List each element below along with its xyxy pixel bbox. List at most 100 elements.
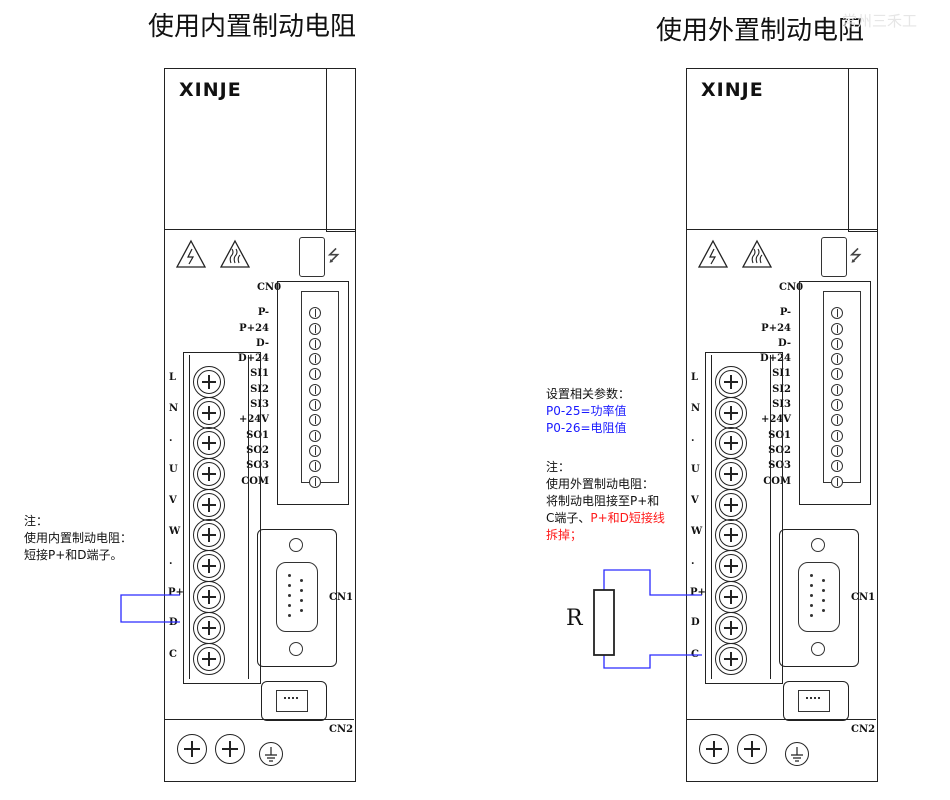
warning-text: 拆掉； bbox=[546, 528, 583, 542]
cn1-label: CN1 bbox=[329, 592, 354, 603]
terminal-screw[interactable] bbox=[197, 554, 221, 578]
signal-pin bbox=[823, 476, 855, 489]
note-line: 短接P+和D端子。 bbox=[24, 548, 123, 562]
terminal-label-n: N bbox=[169, 403, 179, 414]
servo-drive-right: XINJE ⭍ CN0 P- P+24 D- D+24 SI1 SI2 SI3 … bbox=[686, 68, 878, 782]
signal-pin bbox=[301, 460, 333, 473]
ground-screw[interactable] bbox=[699, 734, 729, 764]
brake-resistor bbox=[593, 589, 615, 656]
note-line: 使用内置制动电阻： bbox=[24, 531, 133, 545]
terminal-screw[interactable] bbox=[197, 616, 221, 640]
terminal-screw[interactable] bbox=[719, 370, 743, 394]
cn0-label: CN0 bbox=[779, 282, 804, 293]
cn0-connector bbox=[277, 281, 349, 505]
cn0-label: CN0 bbox=[257, 282, 282, 293]
terminal-screw[interactable] bbox=[197, 647, 221, 671]
signal-label: P+24 bbox=[761, 323, 791, 334]
title-external-resistor: 使用外置制动电阻 bbox=[656, 16, 865, 46]
terminal-label-v: V bbox=[691, 495, 699, 506]
signal-label: SI3 bbox=[250, 399, 269, 410]
terminal-screw[interactable] bbox=[197, 493, 221, 517]
terminal-screw[interactable] bbox=[719, 647, 743, 671]
signal-pin bbox=[823, 368, 855, 381]
terminal-screw[interactable] bbox=[719, 431, 743, 455]
brand-logo: XINJE bbox=[701, 79, 764, 101]
watermark: 常州三禾工 bbox=[842, 12, 918, 30]
terminal-screw[interactable] bbox=[719, 493, 743, 517]
resistor-label: R bbox=[566, 606, 583, 631]
terminal-screw[interactable] bbox=[197, 401, 221, 425]
signal-label: SO1 bbox=[768, 430, 791, 441]
note-line: C端子、P+和D短接线 bbox=[546, 511, 665, 525]
ground-icon bbox=[785, 742, 809, 766]
terminal-label-w: W bbox=[691, 526, 703, 537]
usb-icon: ⭍ bbox=[327, 246, 341, 265]
signal-label: SI1 bbox=[250, 368, 269, 379]
signal-pin bbox=[823, 460, 855, 473]
terminal-screw[interactable] bbox=[719, 616, 743, 640]
terminal-label-w: W bbox=[169, 526, 181, 537]
signal-label: +24V bbox=[760, 414, 791, 425]
parameter-settings: 设置相关参数： P0-25=功率值 P0-26=电阻值 bbox=[546, 386, 630, 437]
terminal-label-l: L bbox=[169, 372, 177, 383]
usb-port[interactable] bbox=[821, 237, 847, 277]
parameter-heading: 设置相关参数： bbox=[546, 387, 631, 401]
right-note: 注： 使用外置制动电阻： 将制动电阻接至P+和 C端子、P+和D短接线 拆掉； bbox=[546, 459, 665, 544]
ground-screw[interactable] bbox=[215, 734, 245, 764]
signal-label: SO3 bbox=[246, 460, 269, 471]
signal-pin bbox=[301, 368, 333, 381]
signal-label: SO3 bbox=[768, 460, 791, 471]
signal-pin bbox=[301, 445, 333, 458]
terminal-screw[interactable] bbox=[719, 523, 743, 547]
ground-screw[interactable] bbox=[737, 734, 767, 764]
terminal-screw[interactable] bbox=[197, 462, 221, 486]
terminal-label-l: L bbox=[691, 372, 699, 383]
terminal-screw[interactable] bbox=[719, 462, 743, 486]
warning-text: P+和D短接线 bbox=[590, 511, 665, 525]
terminal-screw[interactable] bbox=[197, 523, 221, 547]
resistor-wire-p-plus bbox=[603, 569, 702, 596]
cn2-connector[interactable] bbox=[261, 681, 327, 721]
terminal-label-dot: . bbox=[169, 433, 173, 444]
signal-label: SO1 bbox=[246, 430, 269, 441]
left-note: 注： 使用内置制动电阻： 短接P+和D端子。 bbox=[24, 513, 132, 564]
signal-label: SI2 bbox=[772, 384, 791, 395]
high-voltage-warning-icon bbox=[697, 239, 729, 268]
signal-label: +24V bbox=[238, 414, 269, 425]
terminal-label-dot: . bbox=[169, 556, 173, 567]
cn1-db9-connector[interactable] bbox=[257, 529, 337, 667]
high-voltage-warning-icon bbox=[175, 239, 207, 268]
terminal-screw[interactable] bbox=[197, 431, 221, 455]
signal-pin bbox=[823, 399, 855, 412]
resistor-wire-c bbox=[603, 654, 702, 669]
signal-pin bbox=[301, 384, 333, 397]
note-line: 将制动电阻接至P+和 bbox=[546, 494, 660, 508]
signal-pin bbox=[823, 414, 855, 427]
signal-pin bbox=[301, 323, 333, 336]
cn0-connector bbox=[799, 281, 871, 505]
cn1-db9-connector[interactable] bbox=[779, 529, 859, 667]
signal-label: D+24 bbox=[760, 353, 791, 364]
signal-label: SI3 bbox=[772, 399, 791, 410]
signal-label: P- bbox=[257, 307, 269, 318]
ground-screw[interactable] bbox=[177, 734, 207, 764]
terminal-label-dot: . bbox=[691, 433, 695, 444]
usb-port[interactable] bbox=[299, 237, 325, 277]
terminal-label-dot: . bbox=[691, 556, 695, 567]
signal-pin bbox=[823, 353, 855, 366]
power-terminal-block bbox=[183, 352, 261, 684]
terminal-screw[interactable] bbox=[197, 585, 221, 609]
signal-label: P+24 bbox=[239, 323, 269, 334]
terminal-screw[interactable] bbox=[719, 554, 743, 578]
short-wire-p-plus-to-d bbox=[120, 594, 180, 623]
cn2-connector[interactable] bbox=[783, 681, 849, 721]
terminal-label-u: U bbox=[169, 464, 178, 475]
terminal-screw[interactable] bbox=[719, 401, 743, 425]
terminal-screw[interactable] bbox=[197, 370, 221, 394]
signal-label: SI1 bbox=[772, 368, 791, 379]
signal-label: P- bbox=[779, 307, 791, 318]
terminal-screw[interactable] bbox=[719, 585, 743, 609]
terminal-label-u: U bbox=[691, 464, 700, 475]
hot-surface-warning-icon bbox=[219, 239, 251, 268]
